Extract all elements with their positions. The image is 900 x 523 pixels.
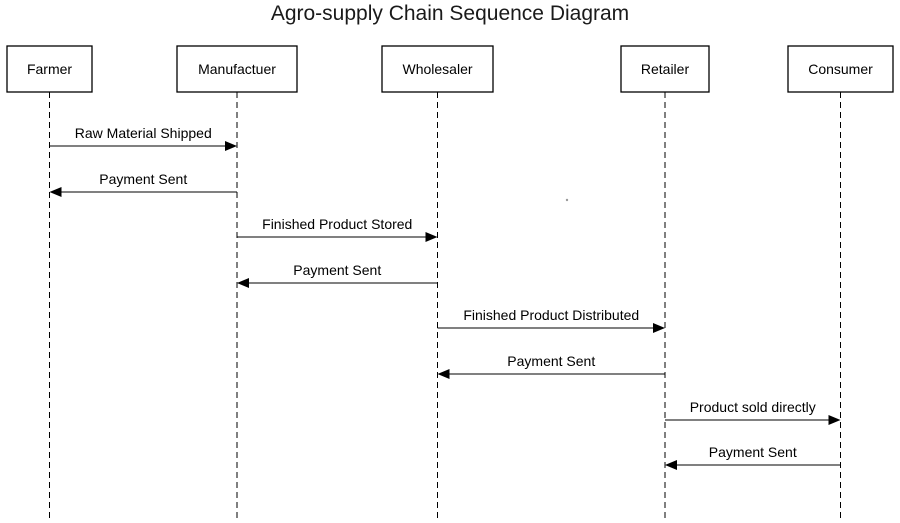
- participant-box-wholesaler: [381, 45, 494, 93]
- message-6: Payment Sent: [437, 353, 665, 379]
- participant-label-farmer: Farmer: [27, 61, 72, 77]
- participant-box-manufacturer: [176, 45, 298, 93]
- participant-label-manufacturer: Manufactuer: [198, 61, 276, 77]
- message-arrowhead: [665, 460, 677, 470]
- participant-box-consumer: [787, 45, 894, 93]
- participant-label-consumer: Consumer: [808, 61, 873, 77]
- diagram-title: Agro-supply Chain Sequence Diagram: [270, 2, 630, 25]
- message-2: Payment Sent: [49, 171, 237, 197]
- message-label: Payment Sent: [99, 171, 187, 187]
- message-label: Payment Sent: [293, 262, 381, 278]
- participant-label-wholesaler: Wholesaler: [402, 61, 472, 77]
- message-1: Raw Material Shipped: [49, 125, 237, 151]
- message-label: Finished Product Stored: [262, 216, 412, 232]
- message-8: Payment Sent: [665, 444, 841, 470]
- message-3: Finished Product Stored: [237, 216, 438, 242]
- message-label: Payment Sent: [507, 353, 595, 369]
- participant-boxes: Farmer Manufactuer Wholesaler Retailer Consu…: [6, 45, 894, 93]
- message-arrowhead: [828, 415, 841, 425]
- message-label: Product sold directly: [690, 399, 816, 415]
- message-arrowhead: [653, 323, 665, 333]
- participant-box-retailer: [620, 45, 710, 93]
- message-5: Finished Product Distributed: [437, 307, 665, 333]
- message-7: Product sold directly: [665, 399, 841, 425]
- message-4: Payment Sent: [237, 262, 438, 288]
- message-label: Raw Material Shipped: [75, 125, 212, 141]
- stray-dot: [565, 198, 569, 202]
- lifelines: [49, 92, 841, 520]
- message-arrowhead: [237, 278, 249, 288]
- message-label: Finished Product Distributed: [463, 307, 639, 323]
- message-label: Payment Sent: [709, 444, 797, 460]
- message-arrowhead: [437, 369, 450, 379]
- message-arrowhead: [425, 232, 438, 242]
- message-arrowhead: [225, 141, 237, 151]
- participant-box-farmer: [6, 45, 93, 93]
- message-arrowhead: [49, 187, 62, 197]
- participant-label-retailer: Retailer: [641, 61, 690, 77]
